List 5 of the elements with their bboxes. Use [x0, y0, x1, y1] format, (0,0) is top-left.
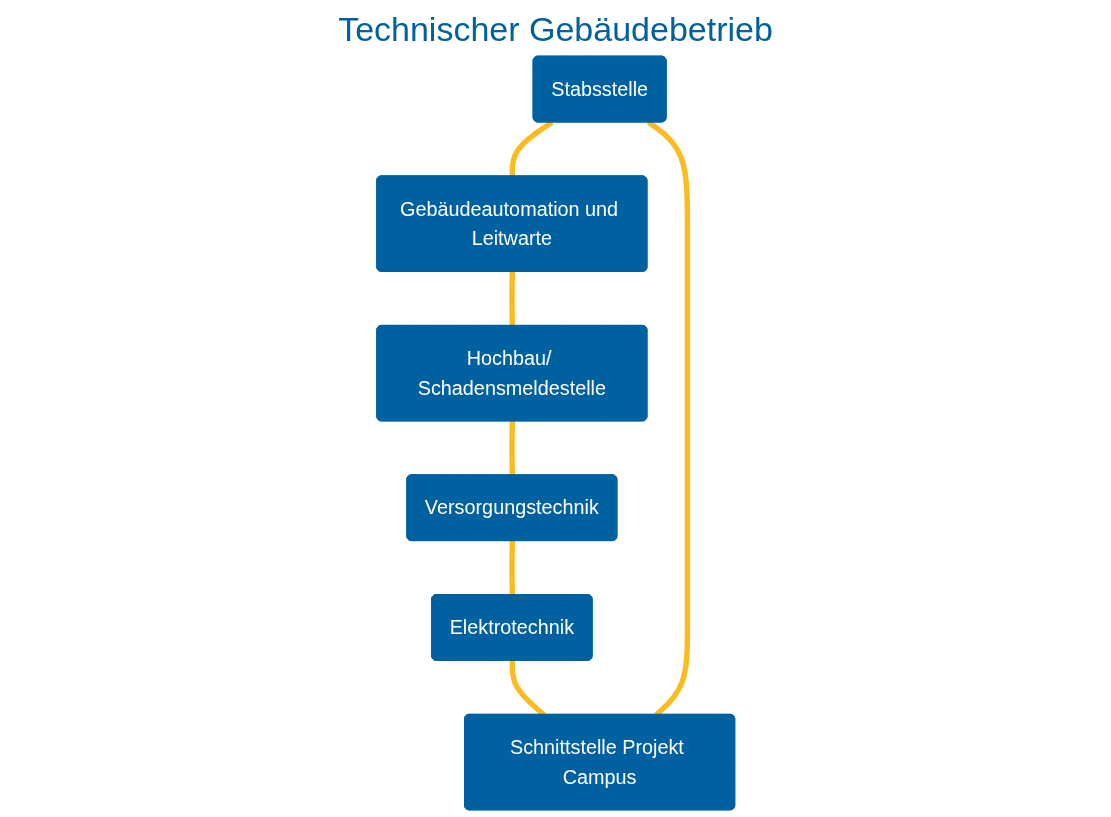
connector	[509, 271, 515, 326]
connector	[509, 541, 515, 596]
connector	[509, 421, 515, 476]
connector	[509, 120, 554, 177]
center-title: Technischer Gebäudebetrieb	[338, 10, 773, 49]
